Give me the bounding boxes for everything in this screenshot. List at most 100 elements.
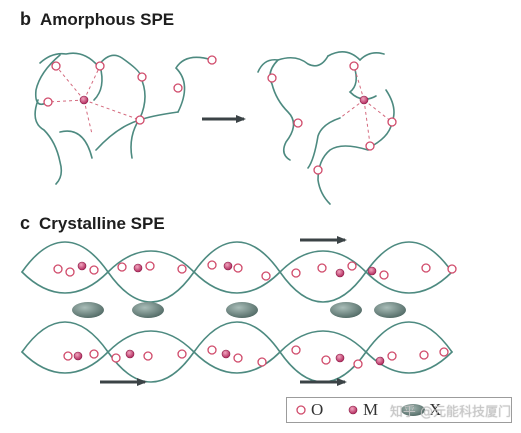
helix-strand bbox=[21, 321, 453, 383]
oxygen-atom bbox=[257, 357, 267, 367]
watermark: 知乎 @元能科技厦门 bbox=[389, 405, 511, 420]
anion-swatch bbox=[401, 404, 425, 416]
lower-helix bbox=[21, 321, 453, 383]
oxygen-atom bbox=[233, 353, 243, 363]
oxygen-atom bbox=[135, 115, 145, 125]
amorphous-right-cluster bbox=[257, 51, 395, 205]
oxygen-atom bbox=[233, 263, 243, 273]
coordination-line bbox=[47, 99, 85, 103]
amorphous-left-cluster bbox=[34, 52, 213, 185]
panel-c-title: c Crystalline SPE bbox=[20, 213, 165, 234]
oxygen-atom bbox=[439, 347, 449, 357]
polymer-chain bbox=[307, 117, 341, 169]
coordination-line bbox=[55, 65, 85, 101]
anion-x bbox=[330, 302, 362, 318]
upper-oxygen-sites bbox=[53, 260, 457, 281]
cation-m bbox=[359, 95, 369, 105]
oxygen-atom bbox=[111, 353, 121, 363]
cation-m bbox=[79, 95, 89, 105]
oxygen-atom bbox=[137, 72, 147, 82]
cation-m bbox=[133, 263, 143, 273]
polymer-chain bbox=[34, 54, 61, 106]
panel-c-letter: c bbox=[20, 213, 31, 233]
oxygen-atom bbox=[65, 267, 75, 277]
anion-x bbox=[72, 302, 104, 318]
cation-m bbox=[375, 356, 385, 366]
oxygen-atom bbox=[207, 55, 217, 65]
oxygen-atom bbox=[349, 61, 359, 71]
polymer-chain bbox=[34, 99, 63, 185]
oxygen-atom bbox=[261, 271, 271, 281]
coordination-lines-left bbox=[47, 65, 141, 135]
helix-strand bbox=[21, 330, 453, 374]
oxygen-swatch bbox=[296, 405, 306, 415]
coordination-line bbox=[83, 65, 101, 101]
panel-c-label: Crystalline SPE bbox=[39, 214, 165, 233]
legend-m-label: M bbox=[363, 400, 379, 419]
cation-m bbox=[223, 261, 233, 271]
coordination-line bbox=[339, 99, 365, 119]
oxygen-atom bbox=[387, 117, 397, 127]
oxygen-atom bbox=[379, 270, 389, 280]
oxygen-sites-left bbox=[43, 55, 217, 125]
oxygen-atom bbox=[317, 263, 327, 273]
helix-strand bbox=[21, 250, 453, 294]
oxygen-atom bbox=[177, 264, 187, 274]
cation-m bbox=[335, 353, 345, 363]
oxygen-atom bbox=[89, 265, 99, 275]
polymer-chain bbox=[317, 145, 369, 205]
legend-o-label: O bbox=[311, 400, 324, 419]
oxygen-atom bbox=[51, 61, 61, 71]
panel-b-title: b Amorphous SPE bbox=[20, 9, 174, 30]
oxygen-atom bbox=[313, 165, 323, 175]
polymer-chain bbox=[257, 55, 329, 73]
panel-b-letter: b bbox=[20, 9, 31, 29]
oxygen-atom bbox=[347, 261, 357, 271]
coordination-lines-right bbox=[339, 65, 393, 145]
polymer-chain bbox=[327, 51, 385, 62]
polymer-chain bbox=[348, 65, 377, 100]
cation-m bbox=[335, 268, 345, 278]
legend-x-label: X bbox=[429, 400, 442, 419]
coordination-line bbox=[83, 99, 141, 121]
oxygen-atom bbox=[321, 355, 331, 365]
helix-strand bbox=[21, 241, 453, 303]
oxygen-atom bbox=[353, 359, 363, 369]
lower-cations bbox=[73, 349, 385, 366]
lower-oxygen-sites bbox=[63, 345, 449, 369]
oxygen-atom bbox=[177, 349, 187, 359]
oxygen-atom bbox=[291, 268, 301, 278]
oxygen-atom bbox=[207, 345, 217, 355]
anion-row bbox=[72, 302, 406, 318]
cation-m bbox=[125, 349, 135, 359]
oxygen-atom bbox=[207, 260, 217, 270]
oxygen-atom bbox=[387, 351, 397, 361]
oxygen-atom bbox=[173, 83, 183, 93]
oxygen-atom bbox=[447, 264, 457, 274]
polymer-chain bbox=[174, 56, 213, 113]
coordination-line bbox=[363, 99, 393, 123]
oxygen-atom bbox=[419, 350, 429, 360]
oxygen-atom bbox=[89, 349, 99, 359]
anion-x bbox=[226, 302, 258, 318]
oxygen-atom bbox=[43, 97, 53, 107]
oxygen-sites-right bbox=[267, 61, 397, 175]
oxygen-atom bbox=[145, 261, 155, 271]
legend-swatches bbox=[296, 404, 425, 416]
polymer-chain bbox=[59, 130, 93, 159]
anion-x bbox=[132, 302, 164, 318]
oxygen-atom bbox=[365, 141, 375, 151]
oxygen-atom bbox=[267, 73, 277, 83]
cation-m bbox=[221, 349, 231, 359]
coordination-line bbox=[83, 99, 93, 135]
oxygen-atom bbox=[117, 262, 127, 272]
oxygen-atom bbox=[143, 351, 153, 361]
cation-swatch bbox=[348, 405, 358, 415]
oxygen-atom bbox=[95, 61, 105, 71]
oxygen-atom bbox=[291, 345, 301, 355]
panel-b-label: Amorphous SPE bbox=[40, 10, 175, 29]
oxygen-atom bbox=[421, 263, 431, 273]
oxygen-atom bbox=[53, 264, 63, 274]
upper-helix bbox=[21, 241, 453, 303]
